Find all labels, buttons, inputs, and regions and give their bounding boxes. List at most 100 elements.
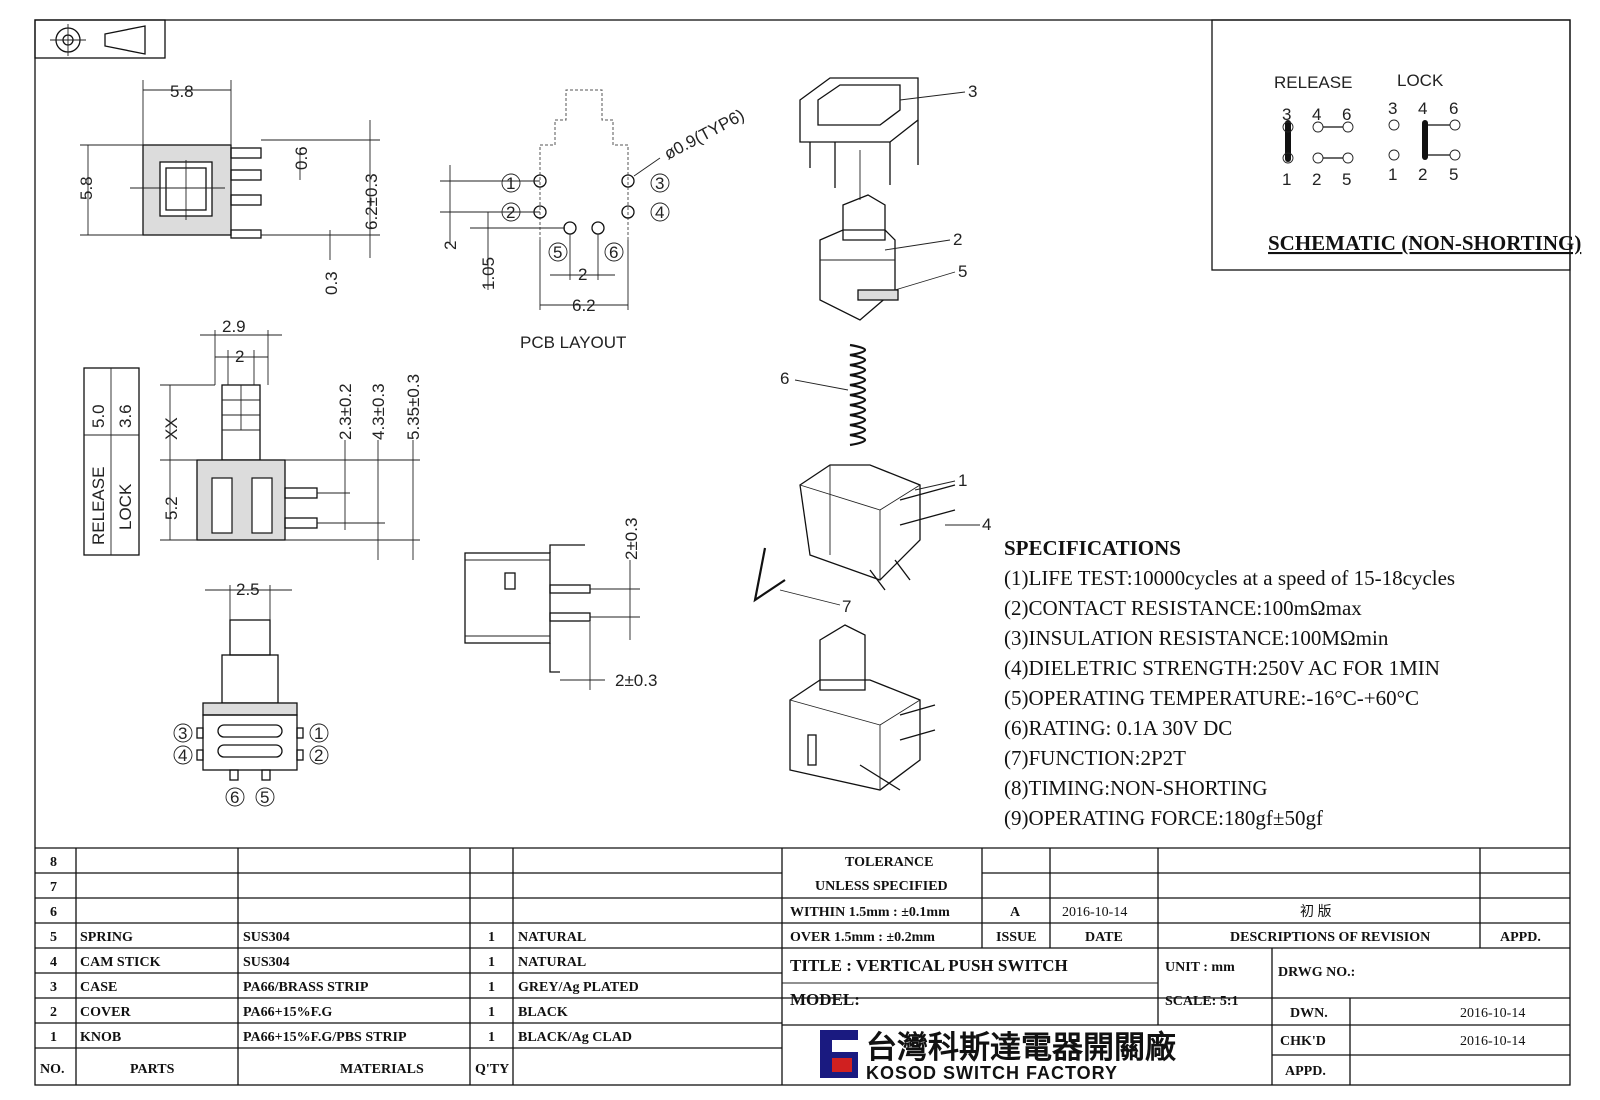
- bom-mat-1: PA66+15%F.G/PBS STRIP: [243, 1030, 407, 1045]
- bom-no-7: 7: [50, 880, 57, 895]
- sch-r-6: 6: [1342, 105, 1351, 124]
- bom-part-1: KNOB: [80, 1030, 121, 1045]
- bom-fin-4: NATURAL: [518, 955, 586, 970]
- bom-no-5: 5: [50, 930, 57, 945]
- dim-pcb-offset: 1.05: [479, 257, 498, 290]
- spec-item-6: (6)RATING: 0.1A 30V DC: [1004, 716, 1232, 740]
- pcb-pin-6: 6: [609, 243, 618, 262]
- bom-mat-5: SUS304: [243, 930, 290, 945]
- bom-no-3: 3: [50, 980, 57, 995]
- dim-side-h2: 4.3±0.3: [369, 383, 388, 440]
- sch-l-2: 2: [1418, 165, 1427, 184]
- spec-item-2: (2)CONTACT RESISTANCE:100mΩmax: [1004, 596, 1362, 620]
- explode-label-4: 4: [982, 515, 991, 534]
- sch-l-3: 3: [1388, 99, 1397, 118]
- pcb-pin-5: 5: [553, 243, 562, 262]
- dim-top-width: 5.8: [170, 82, 194, 101]
- dim-pcb-pitch-v: 2: [441, 241, 460, 250]
- sch-l-1: 1: [1388, 165, 1397, 184]
- front-view: [173, 585, 329, 807]
- sch-l-6: 6: [1449, 99, 1458, 118]
- bom-mat-3: PA66/BRASS STRIP: [243, 980, 369, 995]
- stroke-release-label: RELEASE: [89, 467, 108, 545]
- bom-part-3: CASE: [80, 980, 117, 995]
- top-view: [80, 80, 380, 260]
- bom-part-4: CAM STICK: [80, 955, 161, 970]
- dim-front-w: 2.5: [236, 580, 260, 599]
- front-pin-4: 4: [178, 746, 187, 765]
- spec-item-8: (8)TIMING:NON-SHORTING: [1004, 776, 1268, 800]
- dim-right-w: 2±0.3: [615, 671, 657, 690]
- bom-no-2: 2: [50, 1005, 57, 1020]
- stroke-release-value: 5.0: [89, 404, 108, 428]
- sch-r-2: 2: [1312, 170, 1321, 189]
- bom-header-no: NO.: [40, 1062, 65, 1077]
- bom-header-qty: Q'TY: [475, 1062, 509, 1077]
- drwg-no-label: DRWG NO.:: [1278, 965, 1355, 980]
- dwn-date: 2016-10-14: [1460, 1006, 1525, 1021]
- sch-r-1: 1: [1282, 170, 1291, 189]
- bom-fin-3: GREY/Ag PLATED: [518, 980, 639, 995]
- spec-item-4: (4)DIELETRIC STRENGTH:250V AC FOR 1MIN: [1004, 656, 1440, 680]
- sch-l-5: 5: [1449, 165, 1458, 184]
- sch-r-4: 4: [1312, 105, 1321, 124]
- dim-side-xx: XX: [162, 417, 181, 440]
- bom-fin-1: BLACK/Ag CLAD: [518, 1030, 632, 1045]
- bom-mat-2: PA66+15%F.G: [243, 1005, 332, 1020]
- spec-item-9: (9)OPERATING FORCE:180gf±50gf: [1004, 806, 1323, 830]
- dim-top-pin-thk: 0.3: [322, 271, 341, 295]
- dim-side-h1: 2.3±0.2: [336, 383, 355, 440]
- explode-label-1: 1: [958, 471, 967, 490]
- bom-qty-3: 1: [488, 980, 495, 995]
- tolerance-over: OVER 1.5mm : ±0.2mm: [790, 930, 935, 945]
- bom-part-2: COVER: [80, 1005, 131, 1020]
- company-logo: [820, 1030, 858, 1078]
- bom-header-parts: PARTS: [130, 1062, 175, 1077]
- dwn-label: DWN.: [1290, 1006, 1328, 1021]
- dim-side-w1: 2.9: [222, 317, 246, 336]
- pcb-pin-2: 2: [506, 203, 515, 222]
- unit-label: UNIT : mm: [1165, 960, 1235, 975]
- revision-h-date: DATE: [1085, 930, 1123, 945]
- bom-part-5: SPRING: [80, 930, 133, 945]
- dim-top-total: 6.2±0.3: [362, 173, 381, 230]
- tolerance-subtitle: UNLESS SPECIFIED: [815, 879, 948, 894]
- model-label: MODEL:: [790, 990, 860, 1009]
- bom-qty-5: 1: [488, 930, 495, 945]
- dim-pcb-width: 6.2: [572, 296, 596, 315]
- front-pin-1: 1: [314, 724, 323, 743]
- projection-symbol: [34, 19, 166, 59]
- explode-label-7: 7: [842, 597, 851, 616]
- sheet-border: [34, 19, 1571, 1086]
- right-view: [464, 544, 640, 690]
- company-name-en: KOSOD SWITCH FACTORY: [866, 1063, 1118, 1083]
- spec-item-7: (7)FUNCTION:2P2T: [1004, 746, 1186, 770]
- chkd-date: 2016-10-14: [1460, 1034, 1525, 1049]
- pcb-pin-4: 4: [655, 203, 664, 222]
- revision-date: 2016-10-14: [1062, 905, 1127, 920]
- sch-r-5: 5: [1342, 170, 1351, 189]
- front-pin-6: 6: [230, 788, 239, 807]
- front-pin-2: 2: [314, 746, 323, 765]
- bom-no-4: 4: [50, 955, 57, 970]
- bom-fin-5: NATURAL: [518, 930, 586, 945]
- bom-header-materials: MATERIALS: [340, 1062, 424, 1077]
- pcb-pin-1: 1: [506, 174, 515, 193]
- explode-label-6: 6: [780, 369, 789, 388]
- dim-side-h3: 5.35±0.3: [404, 374, 423, 440]
- revision-h-desc: DESCRIPTIONS OF REVISION: [1230, 930, 1430, 945]
- bom-mat-4: SUS304: [243, 955, 290, 970]
- dim-top-height: 5.8: [77, 176, 96, 200]
- stroke-lock-value: 3.6: [116, 404, 135, 428]
- front-pin-3: 3: [178, 724, 187, 743]
- sch-r-3: 3: [1282, 105, 1291, 124]
- revision-issue: A: [1010, 905, 1021, 920]
- exploded-view: [753, 77, 980, 791]
- dim-right-h: 2±0.3: [622, 518, 641, 560]
- scale-label: SCALE: 5:1: [1165, 994, 1239, 1009]
- schematic-panel: [1211, 19, 1571, 271]
- specs-title: SPECIFICATIONS: [1004, 536, 1181, 560]
- dim-side-52: 5.2: [162, 496, 181, 520]
- bom-fin-2: BLACK: [518, 1005, 568, 1020]
